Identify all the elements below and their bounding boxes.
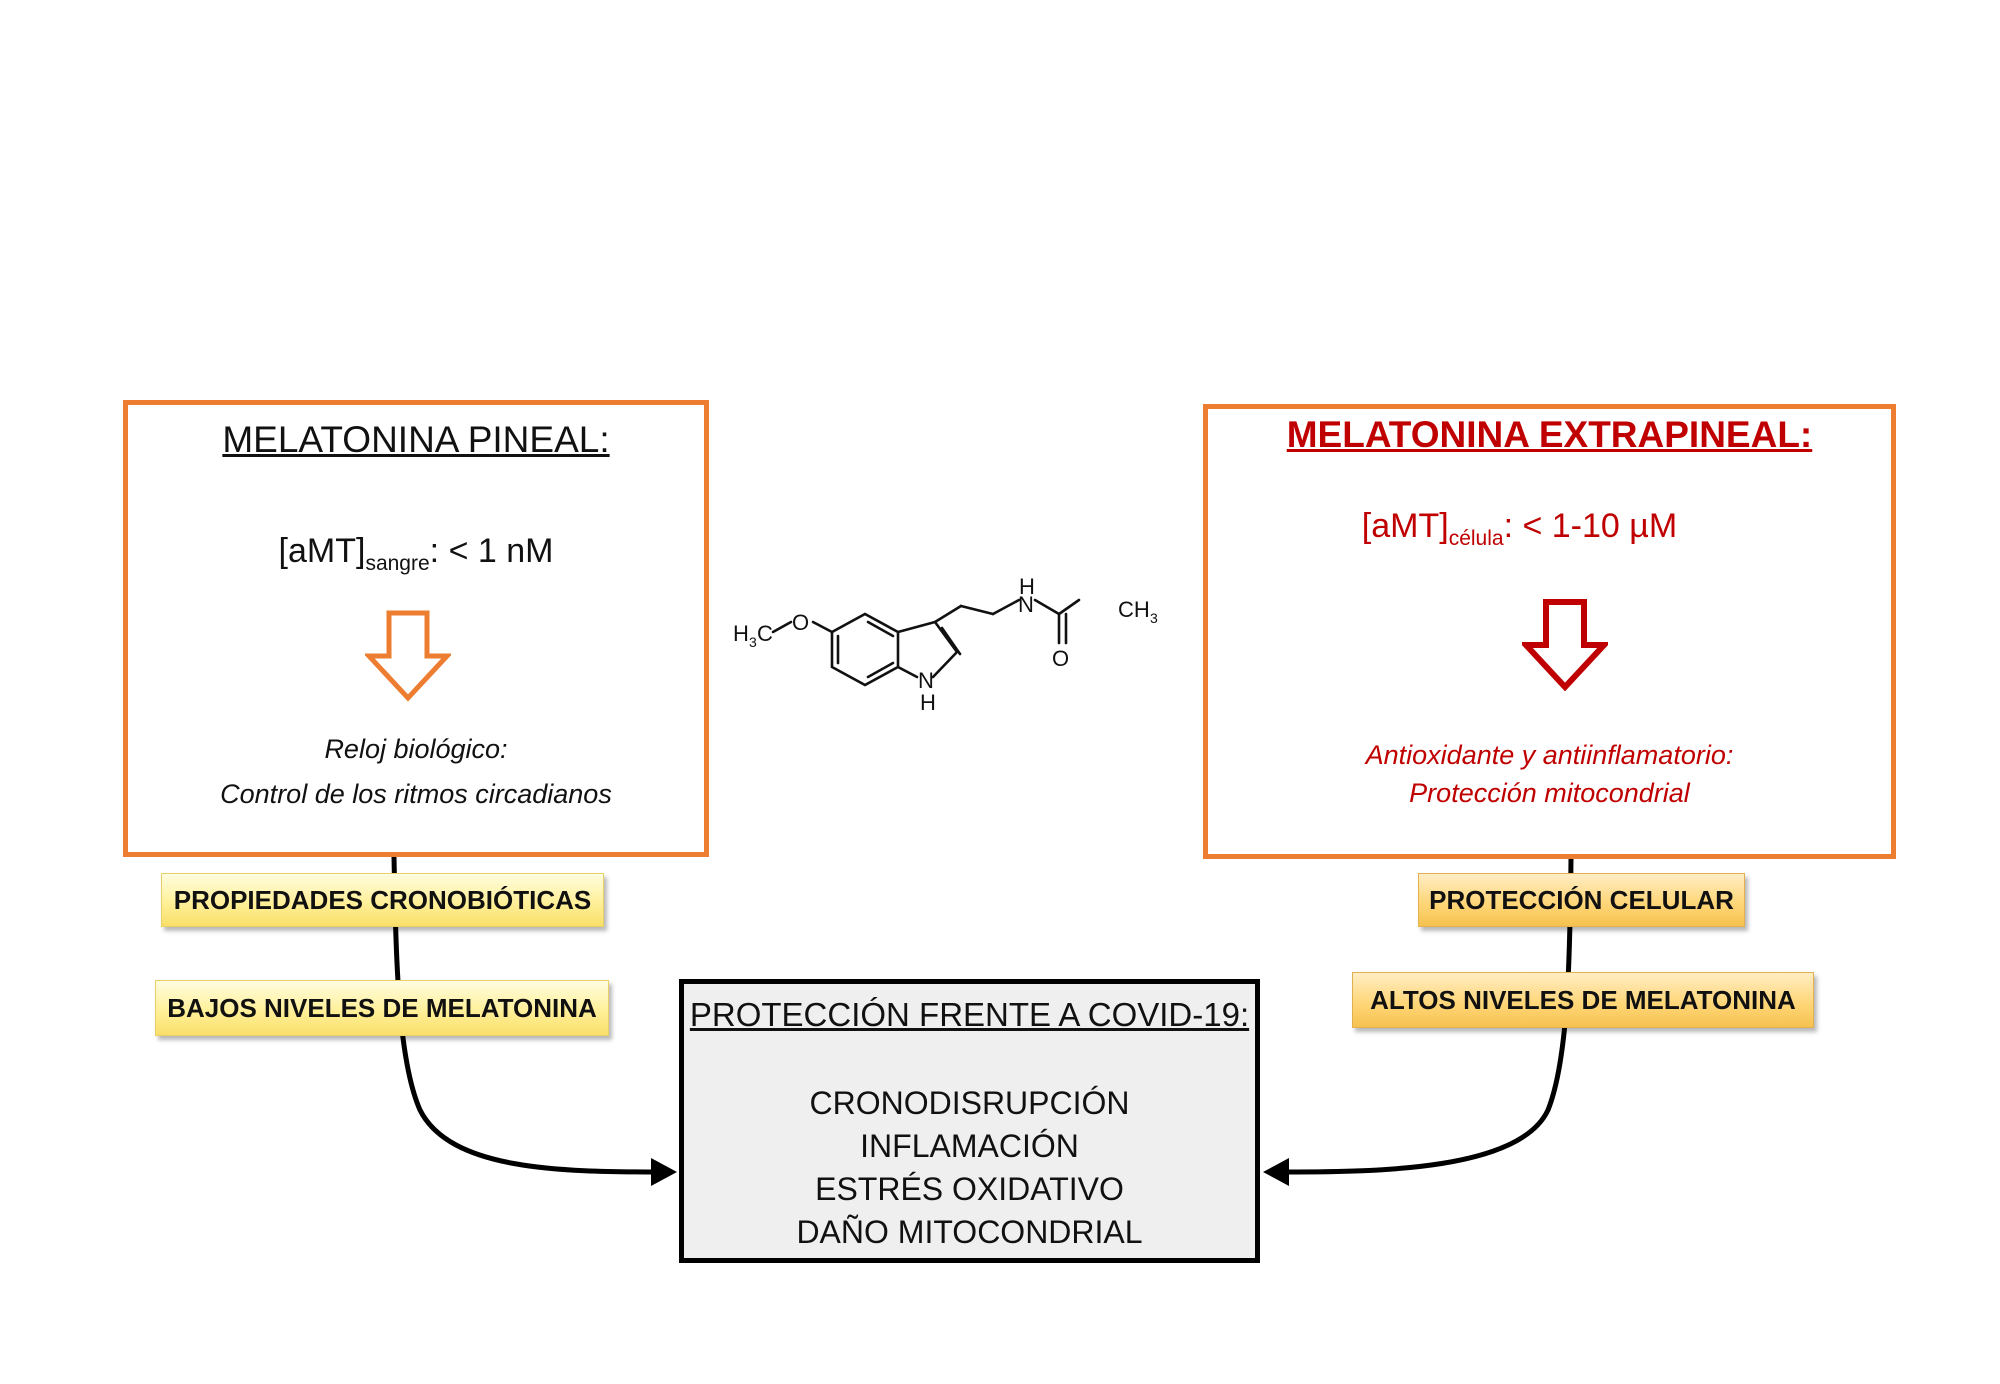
extrapineal-conc-value: : < 1-10 µM [1503,507,1678,545]
extrapineal-conc-main: [aMT] [1361,507,1449,545]
atom-label-c: C [757,621,773,646]
atom-label-o-methoxy: O [792,610,809,635]
pineal-effect-line1: Reloj biológico: [324,734,508,764]
atom-label-o-carbonyl: O [1052,646,1069,671]
extrapineal-effect-line2: Protección mitocondrial [1409,778,1690,808]
pineal-conc-sub: sangre [365,551,430,575]
extrapineal-down-arrow-icon [1522,599,1608,691]
extrapineal-concentration: [aMT]célula: < 1-10 µM [1208,507,1831,551]
tag-cronobioticas: PROPIEDADES CRONOBIÓTICAS [161,873,604,927]
covid-effects-list: CRONODISRUPCIÓN INFLAMACIÓN ESTRÉS OXIDA… [684,1082,1255,1254]
right-connector-arrowhead [1263,1158,1289,1186]
tag-bajos-niveles: BAJOS NIVELES DE MELATONINA [155,980,609,1036]
covid-item: ESTRÉS OXIDATIVO [815,1171,1124,1207]
covid-protection-box: PROTECCIÓN FRENTE A COVID-19: CRONODISRU… [679,979,1260,1263]
melatonin-molecule-structure: H 3 C O N H H N CH 3 O [733,574,1158,715]
tag-altos-niveles: ALTOS NIVELES DE MELATONINA [1352,972,1814,1028]
atom-label-sub: 3 [749,634,757,650]
left-connector-line [391,856,661,1175]
atom-label-n-indole: N [918,668,934,693]
atom-label-h-indole: H [920,690,936,715]
atom-label-ch-sub: 3 [1150,610,1158,626]
pineal-conc-main: [aMT] [278,532,366,570]
left-connector-arrowhead [651,1158,677,1186]
pineal-panel: MELATONINA PINEAL: [aMT]sangre: < 1 nM R… [123,400,709,857]
pineal-effect-line2: Control de los ritmos circadianos [220,779,612,809]
tag-proteccion-celular: PROTECCIÓN CELULAR [1418,873,1745,927]
molecule-bonds [771,598,1081,687]
atom-label-n-amide: N [1018,592,1034,617]
right-connector-line [1284,858,1574,1175]
extrapineal-effect-line1: Antioxidante y antiinflamatorio: [1365,740,1734,770]
covid-item: DAÑO MITOCONDRIAL [796,1214,1143,1250]
pineal-effect: Reloj biológico: Control de los ritmos c… [128,727,704,817]
pineal-concentration: [aMT]sangre: < 1 nM [128,532,704,576]
extrapineal-panel: MELATONINA EXTRAPINEAL: [aMT]célula: < 1… [1203,404,1896,859]
covid-title: PROTECCIÓN FRENTE A COVID-19: [689,996,1250,1033]
covid-item: INFLAMACIÓN [860,1128,1079,1164]
atom-label-h-amide: H [1019,574,1035,599]
extrapineal-effect: Antioxidante y antiinflamatorio: Protecc… [1208,736,1891,812]
covid-item: CRONODISRUPCIÓN [809,1085,1130,1121]
molecule-labels: H 3 C O N H H N CH 3 O [733,574,1158,715]
extrapineal-title: MELATONINA EXTRAPINEAL: [1286,414,1813,455]
pineal-down-arrow-icon [365,610,451,702]
pineal-conc-value: : < 1 nM [429,532,554,570]
atom-label-h: H [733,621,749,646]
atom-label-ch: CH [1118,597,1150,622]
extrapineal-conc-sub: célula [1448,526,1504,550]
pineal-title: MELATONINA PINEAL: [222,419,610,460]
